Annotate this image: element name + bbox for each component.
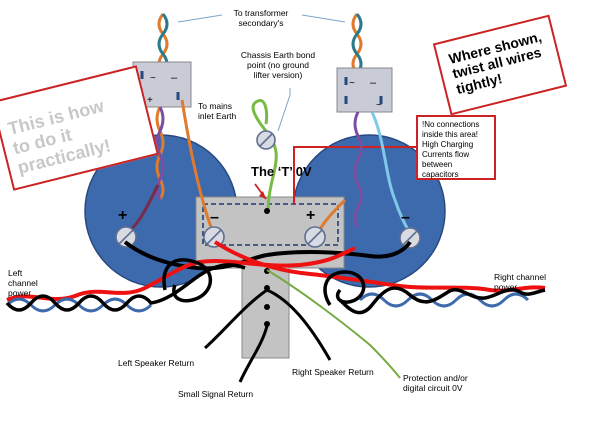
right-busbar-terminal-slot (307, 229, 323, 245)
right-transformer-wire-teal (351, 13, 363, 75)
busbar-right-plus-sign: + (306, 207, 315, 224)
busbar-star-point (264, 208, 270, 214)
right-capacitor-minus-sign: – (401, 209, 410, 226)
right-rectifier-lead-purple (353, 111, 363, 229)
left-loop-wire (162, 258, 213, 303)
right-power-twist-blue (358, 292, 530, 308)
mains-inlet-label: To mains inlet Earth (198, 101, 237, 122)
right-bridge-rectifier (336, 67, 393, 113)
transformer-label: To transformer secondary's (233, 8, 289, 29)
chassis-bond-point-slot (259, 133, 273, 147)
callout-text: !No connections inside this area! High C… (422, 120, 480, 179)
left-orange-busbar-lead (180, 99, 216, 236)
left-capacitor-plus-sign: + (118, 207, 127, 224)
right-bridge-ac-symbol: ~ (349, 78, 355, 89)
right-capacitor-minus-terminal-slot (402, 230, 418, 246)
right-bridge-ac-symbol-2: ~ (376, 100, 382, 111)
callout-bracket (293, 146, 416, 204)
transformer-arrow-left (177, 14, 223, 23)
left-power-twist-black (5, 263, 246, 312)
left-bridge-plus-symbol: + (147, 95, 153, 106)
left-speaker-return-wire (203, 288, 268, 350)
right-speaker-return-wire (266, 288, 332, 361)
left-bridge-minus-symbol: – (171, 72, 178, 84)
chassis-earth-label: Chassis Earth bond point (no ground lift… (240, 50, 316, 81)
right-bridge-minus-symbol: – (370, 77, 377, 89)
right-transformer-wire-orange (351, 13, 363, 75)
left-busbar-terminal-slot (206, 229, 222, 245)
busbar-left-minus-sign: – (210, 209, 219, 226)
right-speaker-return-label: Right Speaker Return (292, 367, 374, 377)
protection-label: Protection and/or digital circuit 0V (403, 373, 468, 394)
left-channel-power-label: Left channel power (8, 268, 38, 299)
black-0v-wire-right (266, 240, 412, 259)
chassis-earth-arrow (277, 88, 291, 132)
twist-note-text: Where shown, twist all wires tightly! (447, 28, 544, 97)
no-connection-callout: !No connections inside this area! High C… (416, 115, 496, 180)
right-power-twist-black (338, 286, 546, 315)
tee-arrowhead (259, 191, 266, 199)
mains-earth-wire (251, 99, 278, 213)
protection-0v-wire (266, 269, 401, 379)
right-loop-wire (323, 270, 366, 306)
small-signal-return-label: Small Signal Return (178, 389, 253, 399)
left-bridge-ac-symbol: ~ (150, 73, 156, 84)
right-rectifier-lead-lightblue (370, 111, 412, 234)
transformer-arrow-right (301, 14, 346, 23)
tee-label: The ‘T’ 0V (251, 164, 312, 179)
left-speaker-return-label: Left Speaker Return (118, 358, 194, 368)
right-channel-power-red (213, 240, 546, 293)
busbar-dot-4 (264, 321, 270, 327)
no-connection-area (202, 203, 339, 246)
right-channel-power-label: Right channel power (494, 272, 546, 293)
left-capacitor-plus-terminal-slot (118, 229, 134, 245)
small-signal-return-wire (238, 325, 269, 383)
busbar-dot-3 (264, 304, 270, 310)
